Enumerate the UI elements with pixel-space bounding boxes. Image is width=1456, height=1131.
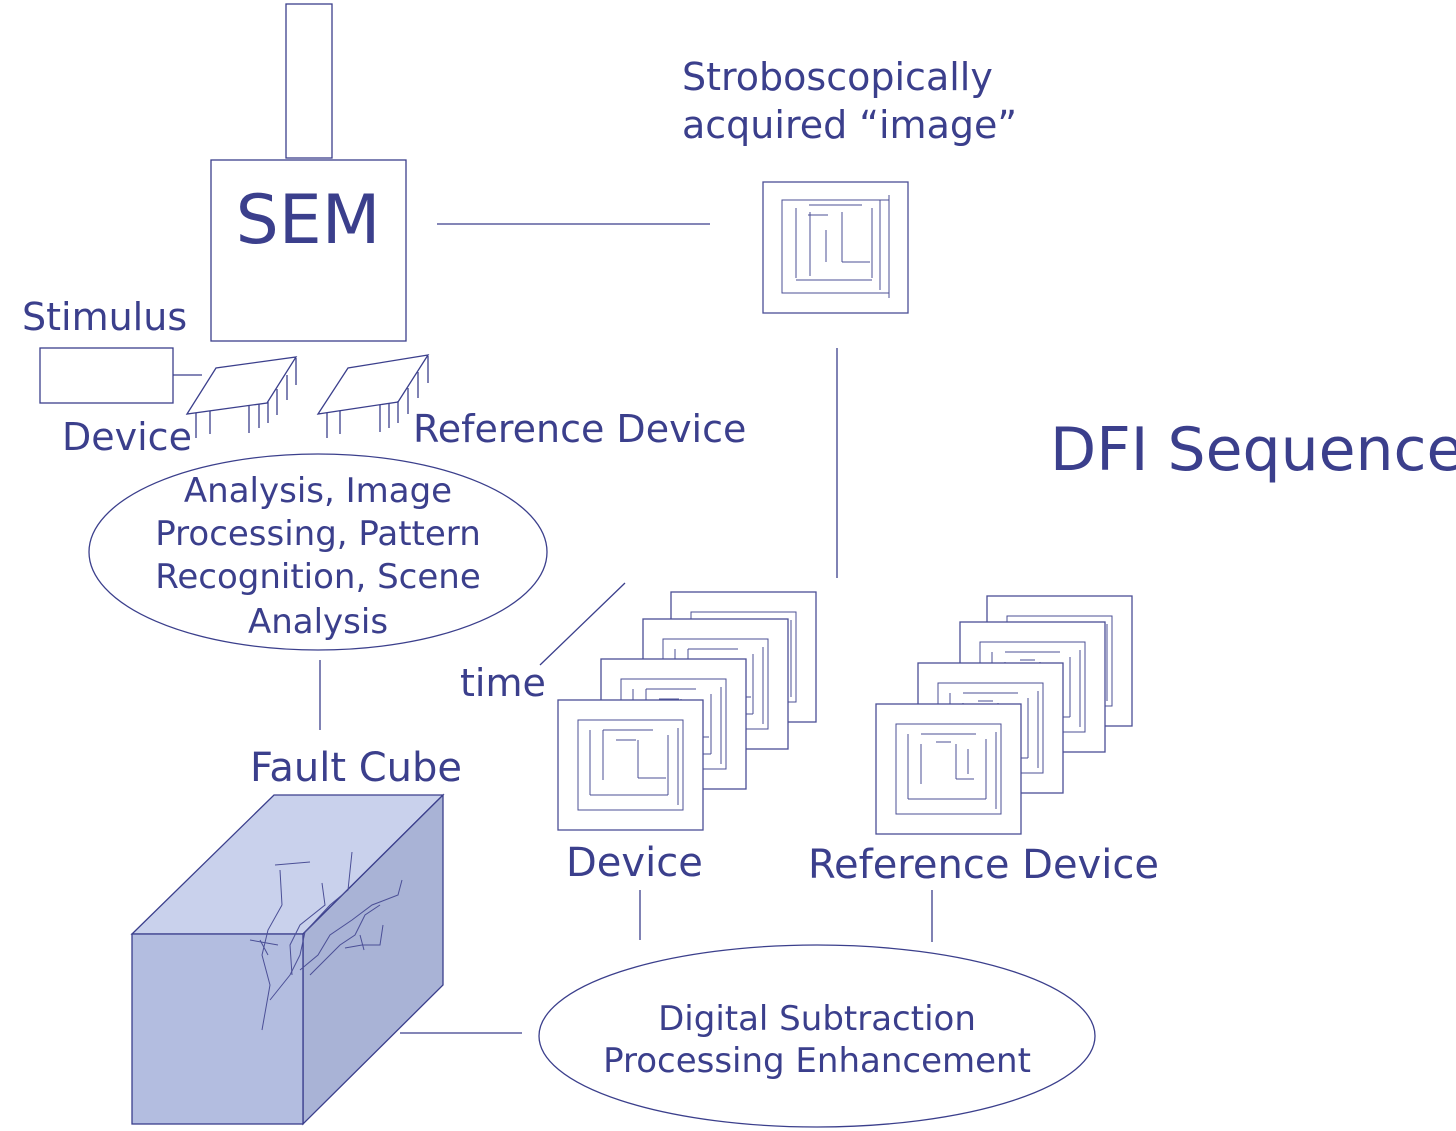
analysis-line1: Analysis, Image [184, 471, 452, 511]
digital-subtraction-ellipse: Digital Subtraction Processing Enhanceme… [538, 944, 1096, 1128]
sem-column [285, 3, 333, 159]
reference-chip-icon [316, 354, 430, 438]
fault-crack-lines [249, 851, 403, 1031]
digital-line2: Processing Enhancement [603, 1041, 1031, 1081]
device-stack-label: Device [566, 840, 703, 886]
device-top-label: Device [62, 415, 192, 459]
stimulus-label: Stimulus [22, 295, 187, 339]
stroboscopic-label-line1: Stroboscopically [682, 55, 993, 99]
fault-cube [130, 793, 445, 1126]
time-axis-line [539, 582, 626, 666]
dfi-sequence-title: DFI Sequence [1050, 415, 1456, 485]
stroboscopic-image-icon [762, 181, 909, 314]
device-chip-icon [185, 356, 298, 438]
stimulus-box [39, 347, 174, 404]
reference-device-top-label: Reference Device [413, 407, 746, 451]
reference-image-stack [875, 595, 1133, 835]
analysis-line3: Recognition, Scene [155, 557, 481, 597]
device-image-stack [557, 591, 817, 831]
digital-line1: Digital Subtraction [658, 999, 976, 1039]
analysis-line2: Processing, Pattern [155, 514, 481, 554]
reference-device-stack-label: Reference Device [808, 842, 1159, 888]
stroboscopic-label-line2: acquired “image” [682, 103, 1017, 147]
sem-box: SEM [210, 159, 407, 342]
sem-label: SEM [236, 181, 381, 260]
analysis-line4: Analysis [248, 602, 388, 642]
analysis-ellipse: Analysis, Image Processing, Pattern Reco… [88, 453, 548, 651]
time-label: time [460, 661, 546, 705]
fault-cube-label: Fault Cube [250, 745, 462, 791]
